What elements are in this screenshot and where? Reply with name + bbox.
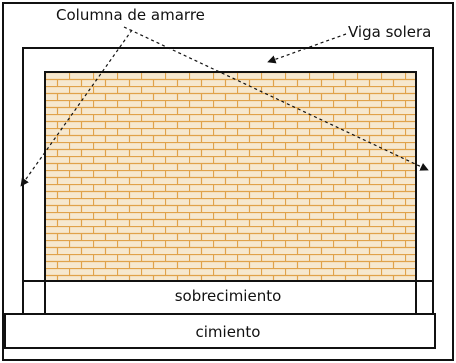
arrow-to-right-column bbox=[123, 26, 429, 171]
plinth-block bbox=[22, 280, 434, 315]
arrow-to-beam bbox=[267, 33, 347, 64]
tie-column-label: Columna de amarre bbox=[56, 6, 205, 24]
brick-wall bbox=[44, 71, 417, 282]
foundation-label: cimiento bbox=[195, 323, 261, 341]
arrow-to-left-column bbox=[20, 29, 133, 187]
collar-beam-label: Viga solera bbox=[348, 23, 432, 41]
plinth-label: sobrecimiento bbox=[174, 287, 282, 305]
